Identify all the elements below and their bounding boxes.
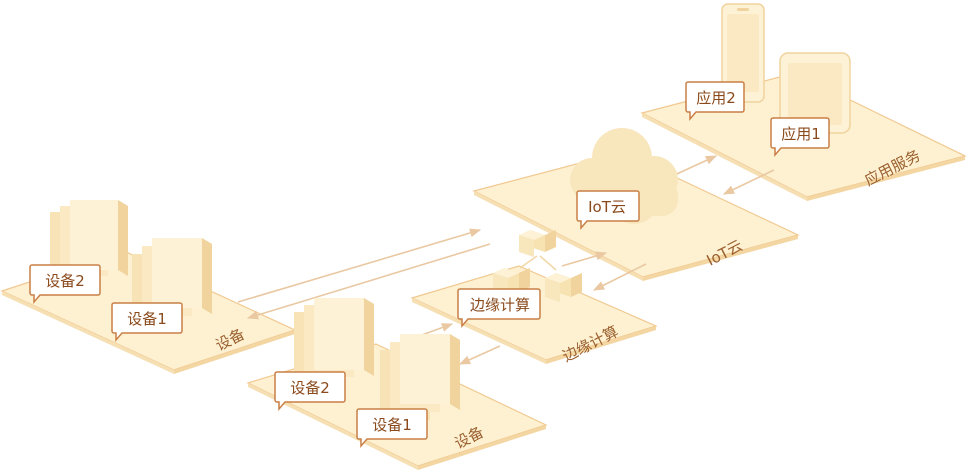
arrow-devices-left-to-cloud [237, 228, 482, 303]
tag-bottom-device1-label: 设备1 [372, 416, 412, 434]
tag-left-device2: 设备2 [29, 264, 101, 305]
device-stack-bottom-back [294, 298, 374, 384]
tag-edge-label: 边缘计算 [470, 296, 530, 314]
tag-iot-cloud: IoT云 [576, 190, 640, 231]
arrow-app-to-cloud [722, 169, 775, 195]
arrow-cloud-to-edge [592, 263, 647, 291]
server-stack-icon [50, 200, 460, 420]
tag-left-device1-label: 设备1 [127, 310, 167, 328]
tag-app2: 应用2 [685, 81, 745, 122]
tag-left-device1: 设备1 [111, 302, 183, 343]
tag-edge: 边缘计算 [457, 288, 541, 329]
tag-app1-label: 应用1 [781, 125, 821, 143]
tag-left-device2-label: 设备2 [45, 272, 85, 290]
tag-app2-label: 应用2 [696, 89, 736, 107]
tablet-icon [779, 52, 851, 134]
device-stack-left-front [132, 238, 212, 324]
tag-iot-cloud-label: IoT云 [588, 198, 626, 216]
cube-cluster-icon [493, 230, 582, 302]
tag-bottom-device1: 设备1 [356, 408, 428, 449]
tag-app1: 应用1 [770, 117, 830, 158]
arrow-cloud-to-devices-left [246, 243, 491, 320]
tag-bottom-device2: 设备2 [274, 371, 346, 412]
tag-bottom-device2-label: 设备2 [290, 379, 330, 397]
phone-icon [721, 3, 765, 103]
arrow-edge-to-cloud [561, 251, 608, 267]
arrow-edge-to-devices-bottom [458, 345, 501, 365]
device-stack-bottom-front [380, 334, 460, 420]
